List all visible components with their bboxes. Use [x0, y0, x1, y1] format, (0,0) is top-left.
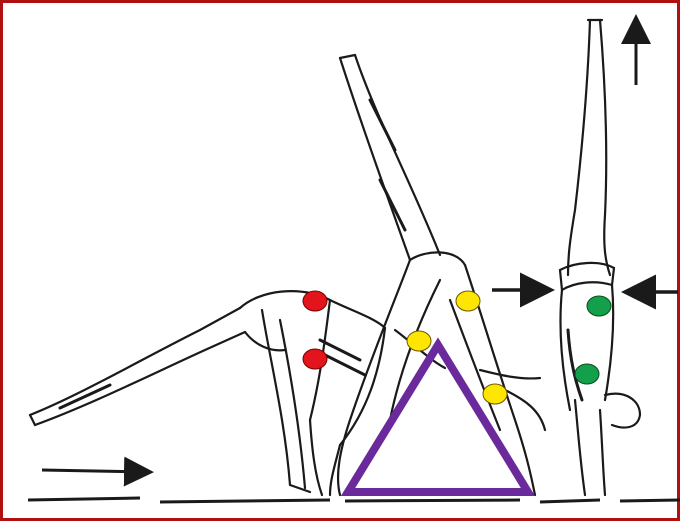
green-marker — [575, 364, 599, 384]
yellow-marker — [456, 291, 480, 311]
yellow-marker — [483, 384, 507, 404]
green-marker — [587, 296, 611, 316]
red-marker — [303, 291, 327, 311]
arrow-right-icon — [42, 470, 148, 472]
red-marker — [303, 349, 327, 369]
yellow-marker — [407, 331, 431, 351]
